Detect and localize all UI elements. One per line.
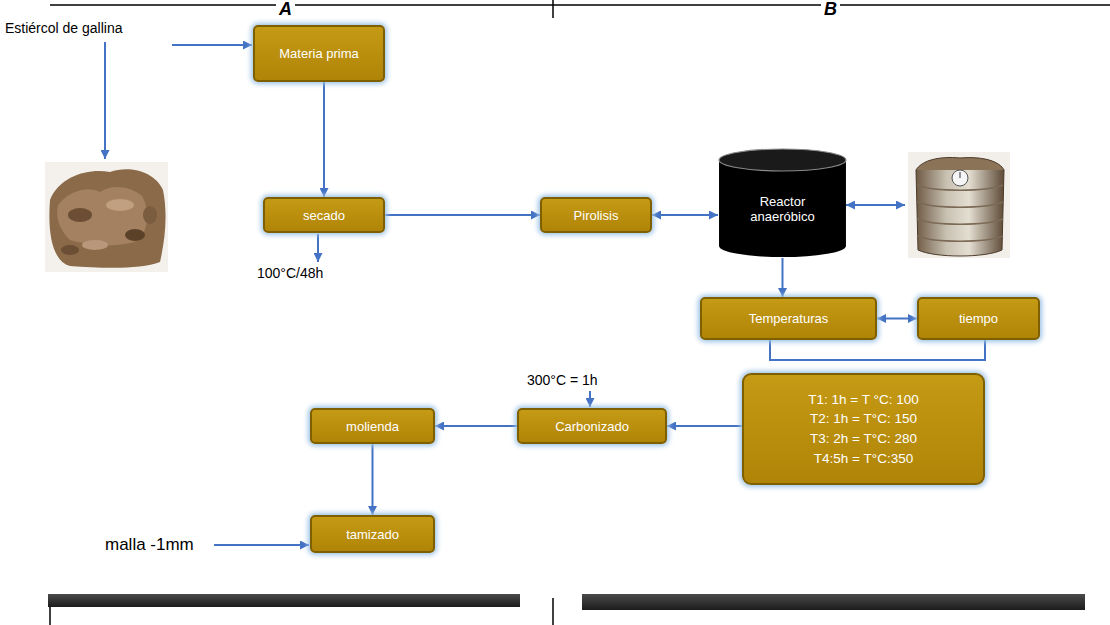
frame-line (50, 4, 1110, 6)
flow-arrow (214, 544, 309, 546)
node-text: secado (303, 208, 345, 223)
flow-connector (323, 82, 325, 197)
manure-clump (61, 245, 79, 255)
tank-lid (916, 158, 1004, 171)
reactor-cylinder: Reactor anaeróbico (718, 148, 847, 258)
flow-connector (372, 444, 374, 515)
photo-ground (908, 152, 1010, 258)
node-text: Temperaturas (749, 311, 828, 326)
node-text: Pirolisis (574, 208, 619, 223)
frame-line (552, 598, 554, 625)
flow-connector (782, 258, 784, 297)
flow-arrow (317, 234, 319, 262)
photo-strip (582, 594, 1085, 610)
process-box: molienda (310, 408, 435, 444)
flow-connector (435, 425, 517, 427)
parameter-text: T3: 2h = T°C: 280 (810, 429, 917, 449)
parameter-text: T4:5h = T°C:350 (814, 449, 913, 469)
panel-letter: B (821, 0, 840, 18)
tank-body (916, 163, 1004, 257)
gauge-needle (960, 172, 961, 178)
input-label: Estiércol de gallina (5, 20, 123, 36)
photo-ground (45, 162, 168, 272)
tank-ridge (917, 236, 1003, 241)
mesh-label: malla -1mm (105, 535, 194, 555)
process-box: Pirolisis (540, 197, 652, 233)
condition-label: 300°C = 1h (527, 372, 598, 388)
process-box: tiempo (917, 297, 1040, 340)
reactor-photo (908, 152, 1010, 258)
manure-clump (143, 206, 157, 224)
node-text: tiempo (959, 311, 998, 326)
flow-arrow (589, 391, 591, 407)
flow-arrow (172, 44, 252, 46)
manure-clump (125, 229, 145, 241)
cylinder-body (719, 160, 846, 257)
frame-line (552, 0, 554, 18)
flow-arrow (104, 42, 106, 159)
tank-ridge (917, 202, 1003, 207)
tank-gauge (952, 170, 968, 186)
flow-connector (385, 214, 540, 216)
node-text: Reactor anaeróbico (726, 194, 839, 224)
process-box: Temperaturas (700, 297, 877, 340)
flow-connector (652, 214, 718, 216)
tank-ridge (917, 219, 1003, 224)
parameter-box: T1: 1h = T °C: 100T2: 1h = T°C: 150T3: 2… (742, 373, 985, 485)
photo-strip (48, 594, 520, 607)
manure-clump (57, 187, 147, 245)
flow-connector (770, 340, 985, 360)
manure-heap (49, 169, 165, 267)
parameter-text: T1: 1h = T °C: 100 (808, 390, 918, 410)
flow-arrow (846, 204, 905, 206)
process-box: Materia prima (253, 25, 385, 82)
node-text: molienda (346, 419, 399, 434)
manure-photo (45, 162, 168, 272)
parameter-text: T2: 1h = T°C: 150 (810, 409, 917, 429)
node-text: tamizado (346, 527, 399, 542)
manure-clump (68, 208, 92, 222)
flow-connector (877, 318, 917, 320)
manure-clump (82, 240, 108, 250)
node-text: Carbonizado (555, 419, 629, 434)
process-box: tamizado (310, 515, 435, 553)
cylinder-top (719, 149, 846, 171)
node-text: Materia prima (279, 46, 358, 61)
manure-clump (106, 199, 134, 211)
flow-connector (667, 425, 742, 427)
condition-label: 100°C/48h (257, 265, 323, 281)
panel-letter: A (276, 0, 295, 18)
process-box: secado (263, 197, 385, 233)
process-box: Carbonizado (517, 408, 667, 444)
